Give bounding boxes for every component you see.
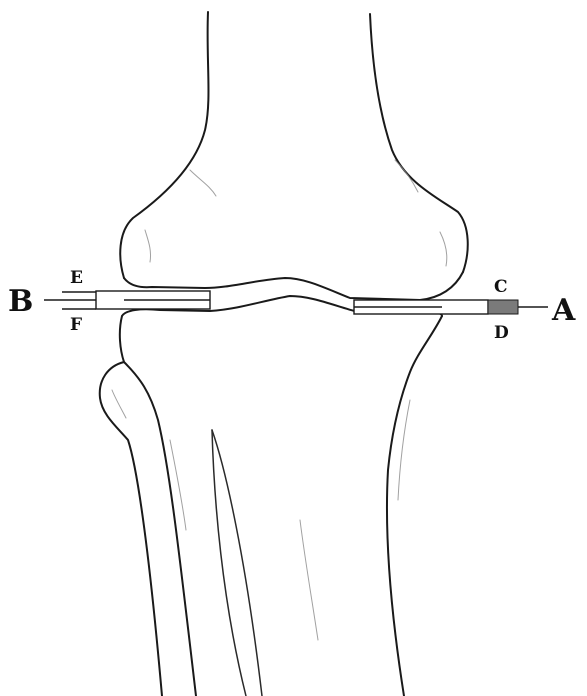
label-c: C xyxy=(494,277,508,297)
fibula xyxy=(100,362,262,696)
femur xyxy=(120,12,467,300)
label-d: D xyxy=(494,323,509,343)
tibia xyxy=(120,296,442,696)
marker-b: B E F xyxy=(8,268,96,335)
label-b: B xyxy=(8,284,33,319)
label-a: A xyxy=(551,293,576,328)
label-e: E xyxy=(70,268,83,288)
label-f: F xyxy=(70,315,82,335)
lateral-joint-hatch xyxy=(488,300,518,314)
